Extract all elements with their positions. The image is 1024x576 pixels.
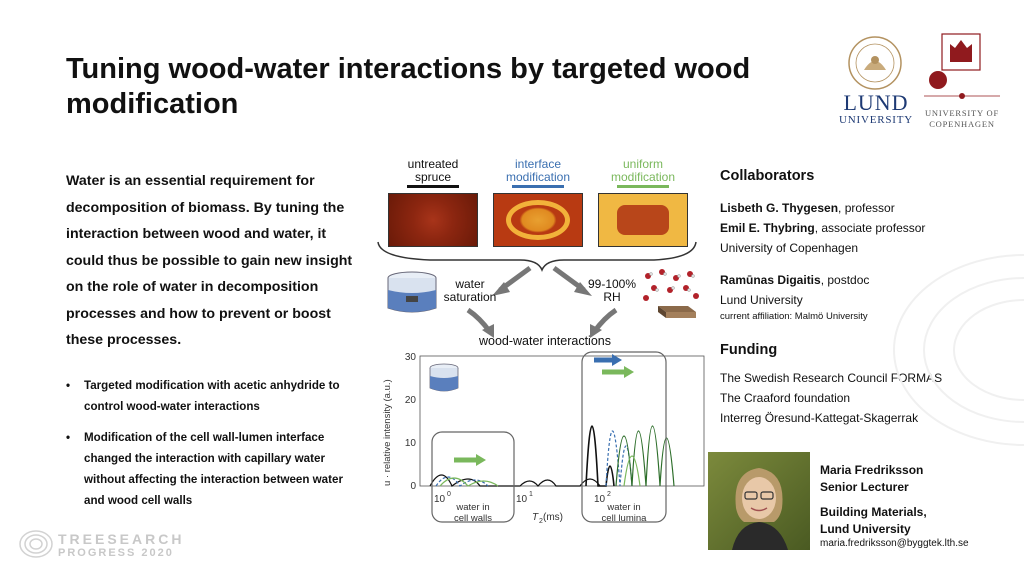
bullet-item: Modification of the cell wall-lumen inte… [66, 427, 366, 511]
funding-item: The Craaford foundation [720, 391, 851, 405]
sample-label-untreated: untreated spruce [388, 158, 478, 188]
background-rings [893, 254, 1024, 446]
lund-logo-line1: LUND [843, 90, 909, 115]
untreated-image [388, 193, 478, 247]
x-axis-unit: (ms) [543, 512, 563, 523]
watermark: TREESEARCH PROGRESS 2020 [58, 532, 184, 560]
collaborators-heading: Collaborators [720, 168, 815, 184]
watermark-line1: TREESEARCH [58, 531, 185, 547]
x-tick: 10 [594, 494, 606, 505]
sample-color-swatch [512, 185, 564, 188]
y-tick: 30 [405, 352, 417, 363]
sample-label-line1: untreated [407, 157, 459, 171]
uniform-image [598, 193, 688, 247]
collaborator-affiliation: Lund University [720, 293, 803, 307]
collaborator-current-affiliation: current affiliation: Malmö University [720, 311, 868, 322]
copenhagen-logo-line2: COPENHAGEN [929, 119, 995, 129]
y-axis-label: u · relative intensity (a.u.) [382, 379, 393, 486]
sample-label-uniform: uniform modification [598, 158, 688, 188]
right-column: Collaborators Lisbeth G. Thygesen, profe… [720, 168, 1010, 428]
collaborator-role: , associate professor [814, 221, 926, 235]
slide-title: Tuning wood-water interactions by target… [66, 53, 751, 120]
y-tick: 10 [405, 438, 417, 449]
cell-lumina-box [581, 351, 667, 523]
x-tick-exponent: 0 [447, 491, 451, 498]
collaborator-role: , professor [838, 201, 895, 215]
bullet-item: Targeted modification with acetic anhydr… [66, 375, 366, 417]
copenhagen-logo-line1: UNIVERSITY OF [924, 108, 1000, 118]
interface-image [493, 193, 583, 247]
contact-email[interactable]: maria.fredriksson@byggtek.lth.se [820, 538, 969, 549]
contact-dept-line1: Building Materials, [820, 505, 927, 519]
x-tick-exponent: 1 [529, 491, 533, 498]
collaborator-role: , postdoc [820, 273, 870, 287]
x-axis-label: T [532, 512, 539, 523]
interactions-label: wood-water interactions [478, 334, 611, 348]
collaborator-name: Ramūnas Digaitis [720, 273, 821, 287]
x-tick-exponent: 2 [607, 491, 611, 498]
collaborator-1: Lisbeth G. Thygesen, professor [720, 198, 1010, 218]
water-vapor-icon [643, 269, 699, 318]
sample-label-line1: interface [514, 157, 562, 171]
portrait-photo [708, 452, 810, 550]
box-label-walls-line1: water in [455, 502, 489, 513]
box-label-lumina-line2: cell lumina [602, 513, 648, 524]
cell-walls-box [431, 431, 515, 523]
collaborator-2: Emil E. Thybring, associate professor [720, 218, 1010, 238]
mini-beaker-icon [429, 363, 459, 392]
collaborator-3: Ramūnas Digaitis, postdoc [720, 270, 1010, 290]
x-tick: 10 [434, 494, 446, 505]
y-tick: 0 [410, 481, 416, 492]
box-label-lumina-line1: water in [606, 502, 640, 513]
copenhagen-logo-text: UNIVERSITY OF COPENHAGEN [918, 108, 1006, 130]
funding-heading: Funding [720, 342, 778, 358]
relaxation-plot: 30 20 10 0 u · relative intensity (a.u.)… [382, 351, 705, 525]
collaborator-affiliation: University of Copenhagen [720, 241, 859, 255]
contact-card: Maria Fredriksson Senior Lecturer Buildi… [820, 462, 927, 538]
sample-color-swatch [407, 185, 459, 188]
sample-label-line2: modification [505, 170, 571, 184]
x-axis-subscript: 2 [539, 518, 543, 525]
sample-label-interface: interface modification [493, 158, 583, 188]
contact-title: Senior Lecturer [820, 480, 909, 494]
sample-color-swatch [617, 185, 669, 188]
water-saturation-line1: water [455, 277, 485, 291]
brace [377, 241, 697, 273]
lund-logo-line2: UNIVERSITY [839, 114, 913, 126]
sample-label-line1: uniform [622, 157, 663, 171]
lund-seal-icon [848, 36, 902, 90]
figure-connectors [377, 241, 697, 338]
box-label-walls-line2: cell walls [454, 513, 492, 524]
beaker-icon [387, 271, 437, 313]
sample-label-line2: modification [610, 170, 676, 184]
collaborator-name: Lisbeth G. Thygesen [720, 201, 839, 215]
collaborator-name: Emil E. Thybring [720, 221, 815, 235]
water-saturation-line2: saturation [443, 290, 497, 304]
intro-paragraph: Water is an essential requirement for de… [66, 173, 353, 348]
rh-label: 99-100% RH [582, 278, 642, 304]
copenhagen-seal-icon [924, 33, 1000, 99]
sample-label-line2: spruce [414, 170, 452, 184]
plot-frame [419, 355, 705, 487]
contact-name: Maria Fredriksson [820, 463, 924, 477]
funding-item: Interreg Öresund-Kattegat-Skagerrak [720, 411, 919, 425]
water-saturation-label: water saturation [440, 278, 500, 304]
y-tick: 20 [405, 395, 417, 406]
bullet-list: Targeted modification with acetic anhydr… [66, 375, 366, 521]
rh-line2: RH [603, 290, 621, 304]
rh-line1: 99-100% [587, 277, 637, 291]
tree-rings-icon [19, 530, 53, 558]
watermark-line2: PROGRESS 2020 [58, 547, 174, 559]
x-tick: 10 [516, 494, 528, 505]
contact-dept-line2: Lund University [820, 522, 911, 536]
lund-logo-text: LUND UNIVERSITY [838, 92, 914, 127]
funding-item: The Swedish Research Council FORMAS [720, 371, 943, 385]
